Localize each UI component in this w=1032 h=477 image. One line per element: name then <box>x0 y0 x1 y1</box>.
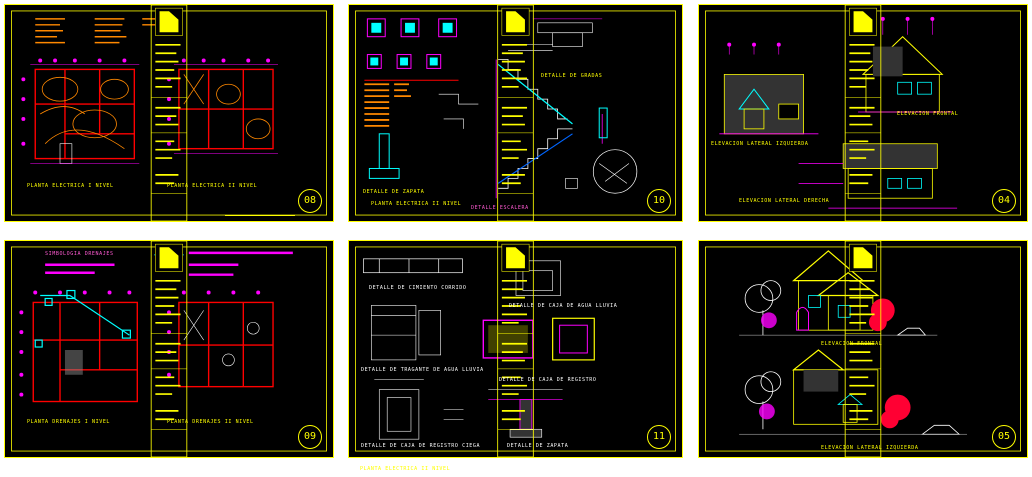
sheet-electrical-drawing <box>11 10 327 216</box>
caption-elevation-left: ELEVACION LATERAL IZQUIERDA <box>711 141 809 147</box>
title-block <box>844 5 882 221</box>
caption-elevation-right: ELEVACION LATERAL DERECHA <box>739 198 830 204</box>
sheet-drainage-drawing <box>11 246 327 452</box>
caption-detail-3: DETALLE DE TRAGANTE DE AGUA LLUVIA <box>361 367 484 373</box>
caption-stair-top: DETALLE DE GRADAS <box>541 73 603 79</box>
title-block <box>497 5 534 221</box>
sheet-drainage-plans[interactable]: 09 SIMBOLOGIA DRENAJES PLANTA DRENAJES I… <box>4 240 334 458</box>
sheet-number: 09 <box>298 425 322 449</box>
caption-elevation-left-2: ELEVACION LATERAL IZQUIERDA <box>821 445 919 451</box>
caption-drainage-2: PLANTA DRENAJES II NIVEL <box>167 419 254 425</box>
sheet-details-drawing <box>355 246 676 452</box>
sheet-electrical-plans[interactable]: 08 PLANTA ELECTRICA I NIVEL PLANTA ELECT… <box>4 4 334 222</box>
caption-detail-6: DETALLE DE ZAPATA <box>507 443 569 449</box>
title-block <box>150 241 188 457</box>
caption-detail-1: DETALLE DE CIMIENTO CORRIDO <box>369 285 467 291</box>
sheet-elevations-1[interactable]: 04 ELEVACION FRONTAL ELEVACION LATERAL I… <box>698 4 1028 222</box>
sheet-number: 04 <box>992 189 1016 213</box>
sheet-elevation-render <box>705 246 1021 452</box>
sheet-stair-details[interactable]: 10 DETALLE DE GRADAS PLANTA ELECTRICA II… <box>348 4 683 222</box>
caption-stair-detail: DETALLE ESCALERA <box>471 205 529 211</box>
title-block <box>150 5 188 221</box>
sheet-number: 05 <box>992 425 1016 449</box>
title-block <box>497 241 534 457</box>
sheet-elevations-2[interactable]: 05 ELEVACION FRONTAL ELEVACION LATERAL I… <box>698 240 1028 458</box>
caption-footing: DETALLE DE ZAPATA <box>363 189 425 195</box>
sheet-elevation-drawing <box>705 10 1021 216</box>
caption-elevation-front-2: ELEVACION FRONTAL <box>821 341 883 347</box>
caption-electrical-2: PLANTA ELECTRICA II NIVEL <box>167 183 258 189</box>
sheet-construction-details[interactable]: 11 DETALLE DE CIMIENTO CORRIDO DETALLE D… <box>348 240 683 458</box>
title-block <box>844 241 882 457</box>
caption-elevation-front: ELEVACION FRONTAL <box>897 111 959 117</box>
caption-detail-2: DETALLE DE CAJA DE AGUA LLUVIA <box>509 303 618 309</box>
caption-electrical-1: PLANTA ELECTRICA I NIVEL <box>27 183 114 189</box>
sheet-number: 08 <box>298 189 322 213</box>
caption-detail-4: DETALLE DE CAJA DE REGISTRO <box>499 377 597 383</box>
footer-caption: PLANTA ELECTRICA II NIVEL <box>360 466 451 472</box>
sheet-number: 11 <box>647 425 671 449</box>
caption-stair-plan: PLANTA ELECTRICA II NIVEL <box>371 201 462 207</box>
caption-drainage-1: PLANTA DRENAJES I NIVEL <box>27 419 111 425</box>
caption-detail-5: DETALLE DE CAJA DE REGISTRO CIEGA <box>361 443 481 449</box>
sheet-number: 10 <box>647 189 671 213</box>
caption-drainage-legend: SIMBOLOGIA DRENAJES <box>45 251 114 257</box>
